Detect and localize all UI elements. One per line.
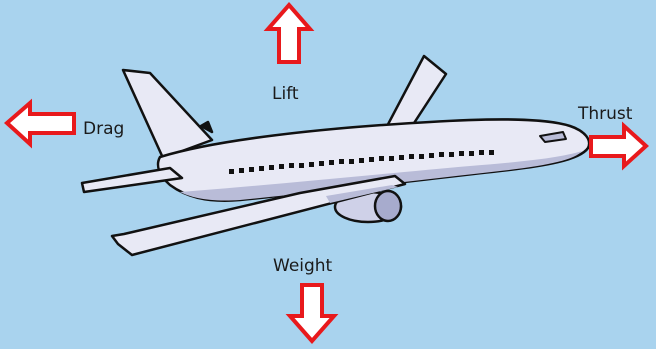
lift-label: Lift — [272, 84, 299, 104]
thrust-arrow — [591, 126, 646, 166]
tail-fin — [123, 70, 212, 158]
horizontal-stabilizer — [82, 168, 182, 192]
thrust-label: Thrust — [578, 104, 632, 124]
lift-arrow — [268, 5, 310, 62]
weight-arrow — [290, 285, 334, 341]
drag-label: Drag — [83, 119, 124, 139]
airplane-illustration — [82, 56, 589, 255]
weight-label: Weight — [273, 256, 332, 276]
drag-arrow — [7, 103, 74, 144]
